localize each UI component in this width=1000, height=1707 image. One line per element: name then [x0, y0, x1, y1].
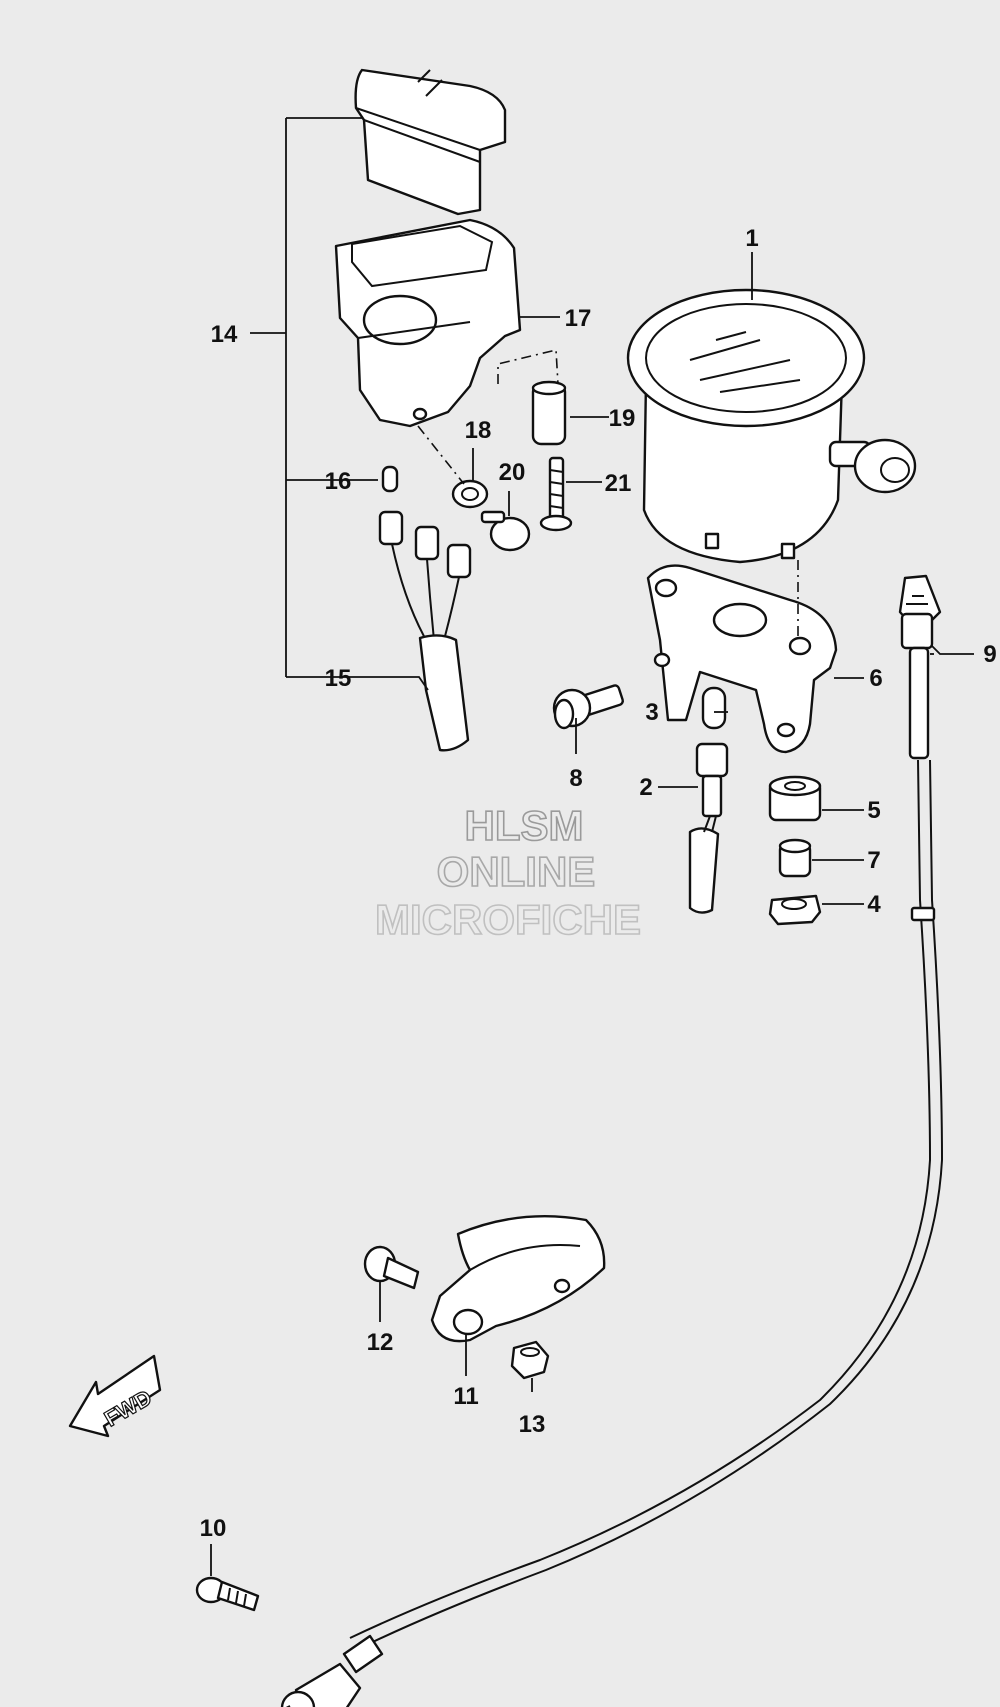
callout-21: 21	[605, 470, 632, 497]
watermark-line-2: ONLINE	[437, 848, 596, 895]
callout-3: 3	[645, 699, 658, 726]
small-hardware-parts	[451, 380, 573, 552]
switch-cap-part	[354, 68, 507, 216]
callout-15: 15	[325, 665, 352, 692]
callout-10: 10	[200, 1515, 227, 1542]
callout-12: 12	[367, 1329, 394, 1356]
speedometer-cable-part	[280, 574, 944, 1707]
callout-numbers: 1 2 3 4 5 6 7 8 9 10 11 12 13 14 15 16 1…	[200, 225, 997, 1542]
cable-clamp-part	[430, 1215, 606, 1343]
clamp-bolt-part	[363, 1245, 420, 1290]
switch-housing-part	[334, 218, 522, 428]
gauge-bulb-socket-part	[688, 686, 729, 914]
callout-17: 17	[565, 305, 592, 332]
callout-leader-lines	[210, 117, 974, 1576]
watermark-line-1: HLSM	[465, 802, 584, 849]
speedometer-gauge-part	[626, 288, 917, 564]
forward-direction-arrow: FWD	[68, 1354, 162, 1438]
callout-6: 6	[869, 665, 882, 692]
clamp-nut-part	[510, 1340, 550, 1380]
callout-14: 14	[211, 321, 238, 348]
callout-13: 13	[519, 1411, 546, 1438]
bulb-harness-part	[378, 465, 472, 752]
callout-7: 7	[867, 847, 880, 874]
grommet-collar-nut-parts	[768, 775, 822, 926]
cable-screw-part	[195, 1576, 260, 1612]
callout-2: 2	[639, 774, 652, 801]
callout-9: 9	[983, 641, 996, 668]
callout-1: 1	[745, 225, 758, 252]
assembly-guide-lines	[417, 348, 799, 640]
callout-20: 20	[499, 459, 526, 486]
callout-18: 18	[465, 417, 492, 444]
watermark-line-3: MICROFICHE	[375, 896, 641, 943]
watermark: HLSM ONLINE MICROFICHE	[374, 801, 642, 944]
callout-19: 19	[609, 405, 636, 432]
mounting-bracket-part	[646, 564, 838, 754]
callout-5: 5	[867, 797, 880, 824]
callout-4: 4	[867, 891, 881, 918]
callout-16: 16	[325, 468, 352, 495]
callout-8: 8	[569, 765, 582, 792]
bracket-bolt-part	[552, 684, 624, 730]
callout-11: 11	[453, 1383, 478, 1410]
